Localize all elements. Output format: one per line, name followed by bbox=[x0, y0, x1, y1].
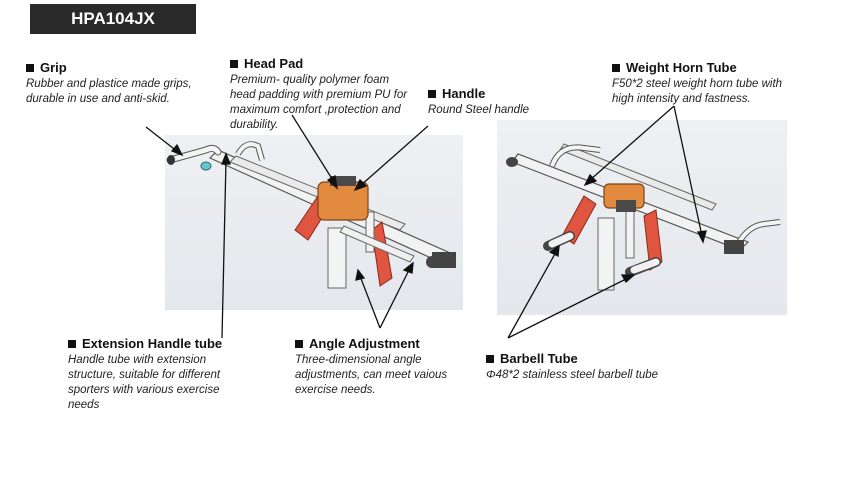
leader-lines bbox=[145, 105, 707, 339]
callout-angle-adjustment: Angle Adjustment Three-dimensional angle… bbox=[295, 336, 465, 398]
handle-title: Handle bbox=[442, 86, 486, 101]
bullet-icon bbox=[295, 339, 303, 348]
grip-desc: Rubber and plastice made grips, durable … bbox=[26, 78, 192, 105]
callout-grip: Grip Rubber and plastice made grips, dur… bbox=[26, 60, 208, 107]
weight-horn-title: Weight Horn Tube bbox=[626, 60, 737, 75]
callout-extension-handle-tube: Extension Handle tube Handle tube with e… bbox=[68, 336, 246, 413]
angle-desc: Three-dimensional angle adjustments, can… bbox=[295, 354, 448, 396]
handle-desc: Round Steel handle bbox=[428, 104, 530, 116]
callout-head-pad: Head Pad Premium- quality polymer foam h… bbox=[230, 56, 415, 133]
machine-left bbox=[166, 141, 456, 289]
product-image-right bbox=[497, 120, 787, 315]
callout-barbell-tube: Barbell Tube Φ48*2 stainless steel barbe… bbox=[486, 351, 686, 383]
extension-desc: Handle tube with extension structure, su… bbox=[68, 354, 221, 411]
grip-end-icon bbox=[167, 155, 175, 165]
grip-cap-icon bbox=[200, 161, 212, 171]
head-pad-desc: Premium- quality polymer foam head paddi… bbox=[230, 74, 408, 131]
angle-title: Angle Adjustment bbox=[309, 336, 420, 351]
weight-horn-desc: F50*2 steel weight horn tube with high i… bbox=[612, 78, 783, 105]
callout-weight-horn-tube: Weight Horn Tube F50*2 steel weight horn… bbox=[612, 60, 792, 107]
barbell-title: Barbell Tube bbox=[500, 351, 578, 366]
head-pad-title: Head Pad bbox=[244, 56, 304, 71]
callout-handle: Handle Round Steel handle bbox=[428, 86, 558, 118]
extension-title: Extension Handle tube bbox=[82, 336, 223, 351]
machine-right bbox=[506, 143, 781, 291]
bullet-icon bbox=[68, 339, 76, 348]
model-badge: HPA104JX bbox=[30, 4, 196, 34]
bullet-icon bbox=[428, 89, 436, 98]
bullet-icon bbox=[486, 354, 494, 363]
bullet-icon bbox=[230, 59, 238, 68]
barbell-desc: Φ48*2 stainless steel barbell tube bbox=[486, 369, 659, 381]
grip-title: Grip bbox=[40, 60, 67, 75]
bullet-icon bbox=[612, 63, 620, 72]
bullet-icon bbox=[26, 63, 34, 72]
